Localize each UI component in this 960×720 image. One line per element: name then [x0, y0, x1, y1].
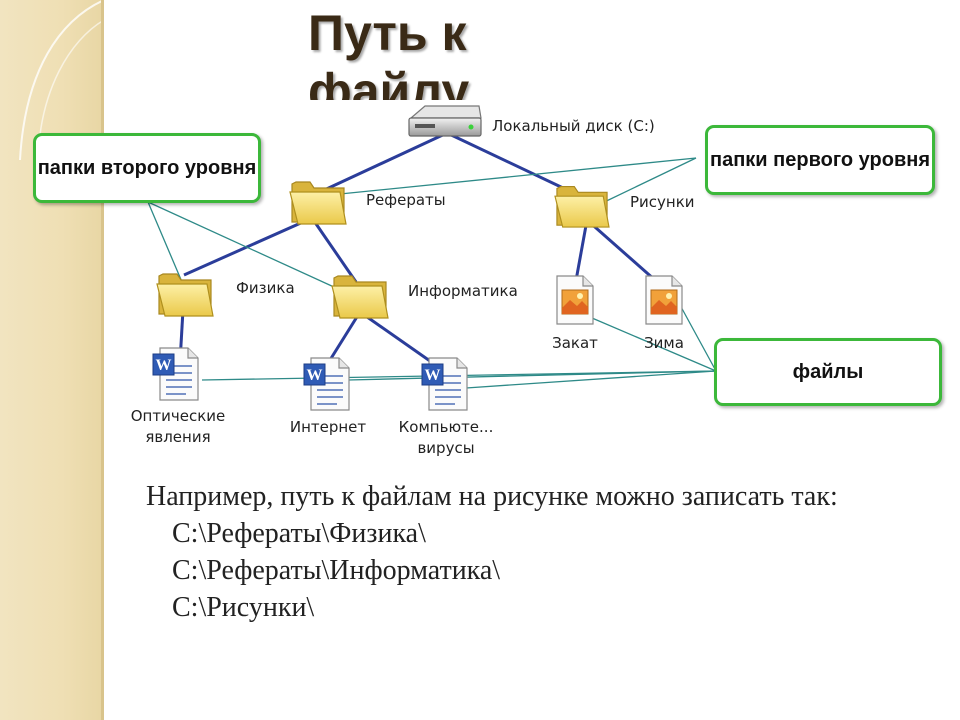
pointer-second-level-fizika [147, 201, 183, 283]
folder-label: Информатика [408, 282, 518, 300]
file-node-optics: Оптические явления [131, 347, 225, 446]
pointer-second-level-informatika [147, 201, 359, 299]
pointer-first-level-referaty [339, 157, 697, 195]
folder-node-referaty: Рефераты [289, 181, 446, 225]
tree-connectors [178, 131, 665, 370]
connector-referaty-informatika [310, 217, 358, 283]
file-label: вирусы [417, 439, 474, 457]
callout-files: файлы [714, 338, 942, 406]
path-example: C:\Рисунки\ [172, 592, 315, 623]
connector-risunki-zakat [573, 219, 589, 287]
file-node-zakat: Закат [552, 275, 598, 352]
page-title: Путь к файлу [308, 5, 470, 100]
connector-disk-referaty [319, 131, 448, 194]
folder-label: Рефераты [366, 191, 446, 209]
folder-icon [156, 273, 214, 317]
pointer-files-zakat [591, 317, 717, 372]
file-label: явления [145, 428, 210, 446]
path-example: C:\Рефераты\Физика\ [172, 518, 426, 549]
explanation-text: Например, путь к файлам на рисунке можно… [146, 478, 936, 626]
file-label: Компьюте... [399, 418, 494, 436]
connector-disk-risunki [446, 131, 581, 198]
image-file-icon [556, 275, 594, 325]
word-document-icon [421, 357, 468, 411]
connector-informatika-viruses [359, 310, 441, 370]
folder-icon [331, 275, 389, 319]
folder-label: Физика [236, 279, 295, 297]
callout-second-level: папки второго уровня [33, 133, 261, 203]
pointer-first-level-risunki [595, 157, 697, 207]
file-label: Интернет [290, 418, 367, 436]
folder-node-risunki: Рисунки [554, 185, 695, 228]
folder-label: Рисунки [630, 193, 695, 211]
folder-node-informatika: Информатика [331, 275, 518, 319]
callout-first-level: папки первого уровня [705, 125, 935, 195]
file-node-viruses: Компьюте... вирусы [399, 357, 494, 457]
file-label: Зима [644, 334, 684, 352]
title-container: Путь к файлу [308, 0, 568, 100]
word-document-icon [303, 357, 350, 411]
file-node-zima: Зима [644, 275, 684, 352]
image-file-icon [645, 275, 683, 325]
disk-label: Локальный диск (C:) [492, 117, 655, 135]
folder-node-fizika: Физика [156, 273, 295, 317]
hard-disk-icon [408, 105, 482, 137]
pointer-files-viruses [465, 370, 717, 389]
word-document-icon [152, 347, 199, 401]
path-example: C:\Рефераты\Информатика\ [172, 555, 501, 586]
folder-icon [289, 181, 347, 225]
pointer-files-internet [347, 370, 717, 381]
intro-text: Например, путь к файлам на рисунке можно… [146, 481, 838, 512]
folder-icon [554, 185, 610, 228]
pointer-files-zima [679, 304, 717, 372]
file-label: Оптические [131, 407, 225, 425]
disk-node: Локальный диск (C:) [408, 105, 655, 137]
connector-referaty-fizika [183, 216, 313, 277]
file-node-internet: Интернет [290, 357, 367, 436]
file-label: Закат [552, 334, 598, 352]
